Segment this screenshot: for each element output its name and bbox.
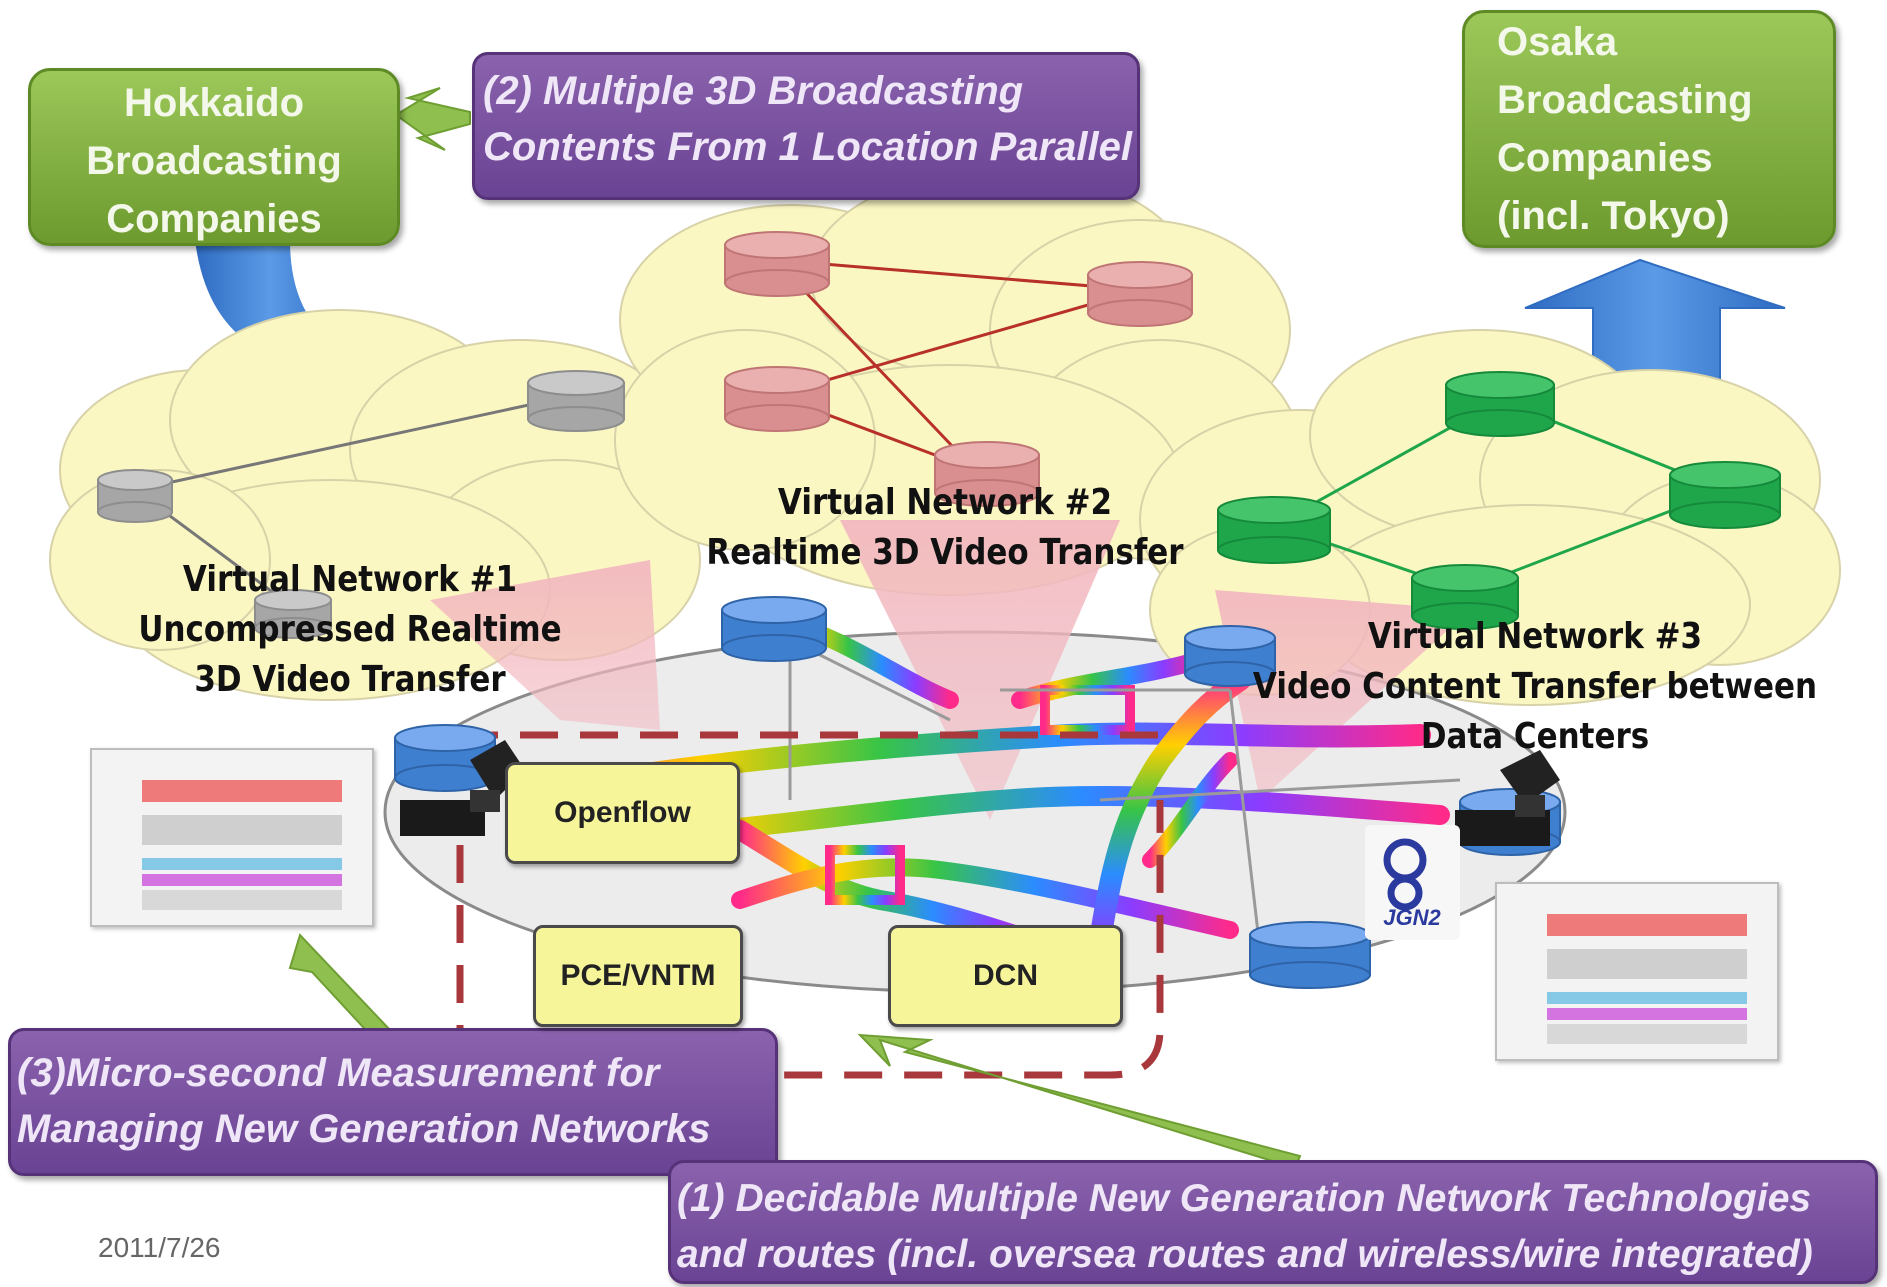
hokkaido-companies-box: Hokkaido Broadcasting Companies [28, 68, 400, 246]
hokkaido-line-1: Hokkaido [123, 81, 305, 125]
vn1-nodes [97, 370, 625, 639]
vn3-line-1: Virtual Network #3 [1367, 616, 1703, 657]
camera-left-icon [400, 740, 525, 836]
jgn2-logo-text: JGN2 [1383, 905, 1441, 930]
vn1-line-1: Virtual Network #1 [182, 559, 518, 600]
measurement-screenshot-right [1495, 882, 1779, 1061]
callout-micro-second-line-2: Managing New Generation Networks [17, 1107, 711, 1151]
dcn-label: DCN [973, 959, 1038, 992]
cloud-vn2 [614, 169, 1301, 596]
vn2-label: Virtual Network #2 Realtime 3D Video Tra… [666, 478, 1225, 578]
callout-multiple-3d: (2) Multiple 3D Broadcasting Contents Fr… [472, 52, 1140, 200]
openflow-label: Openflow [554, 796, 691, 829]
vn3-label: Virtual Network #3 Video Content Transfe… [1238, 612, 1831, 762]
callout-decidable-line-2: and routes (incl. oversea routes and wir… [677, 1233, 1813, 1276]
vn2-line-1: Virtual Network #2 [777, 482, 1113, 523]
beam-vn1 [430, 560, 660, 730]
osaka-line-3: Companies [1497, 136, 1713, 180]
callout-micro-second-line-1: (3)Micro-second Measurement for [17, 1051, 660, 1095]
slide-date: 2011/7/26 [98, 1232, 221, 1263]
vn2-nodes [724, 231, 1193, 507]
jgn2-logo-icon: JGN2 [1365, 825, 1460, 940]
osaka-line-1: Osaka [1497, 20, 1618, 64]
callout-micro-second: (3)Micro-second Measurement for Managing… [8, 1028, 778, 1176]
pce-vntm-box: PCE/VNTM [533, 925, 743, 1027]
vn3-line-3: Data Centers [1420, 716, 1650, 757]
callout-multiple-3d-line-1: (2) Multiple 3D Broadcasting [483, 69, 1024, 113]
vn2-line-2: Realtime 3D Video Transfer [706, 532, 1184, 573]
vn3-line-2: Video Content Transfer between [1252, 666, 1818, 707]
osaka-companies-box: Osaka Broadcasting Companies (incl. Toky… [1462, 10, 1836, 248]
callout-decidable-line-1: (1) Decidable Multiple New Generation Ne… [677, 1177, 1812, 1220]
callout-multiple-3d-line-2: Contents From 1 Location Parallel [483, 125, 1133, 169]
callout-decidable: (1) Decidable Multiple New Generation Ne… [668, 1160, 1878, 1284]
vn1-line-3: 3D Video Transfer [194, 659, 506, 700]
pce-vntm-label: PCE/VNTM [560, 959, 716, 992]
beam-vn3 [1215, 590, 1470, 800]
camera-right-icon [1455, 750, 1560, 846]
vn1-line-2: Uncompressed Realtime [138, 609, 562, 650]
beam-vn2 [840, 520, 1120, 820]
vn3-nodes [1217, 371, 1781, 630]
measurement-screenshot-left [90, 748, 374, 927]
hokkaido-line-2: Broadcasting [86, 139, 342, 183]
openflow-box: Openflow [505, 762, 740, 864]
vn1-label: Virtual Network #1 Uncompressed Realtime… [66, 555, 634, 705]
pointer-arrows [288, 87, 1302, 1170]
dcn-box: DCN [888, 925, 1123, 1027]
hokkaido-line-3: Companies [106, 197, 322, 241]
osaka-line-4: (incl. Tokyo) [1497, 194, 1730, 238]
osaka-line-2: Broadcasting [1497, 78, 1753, 122]
